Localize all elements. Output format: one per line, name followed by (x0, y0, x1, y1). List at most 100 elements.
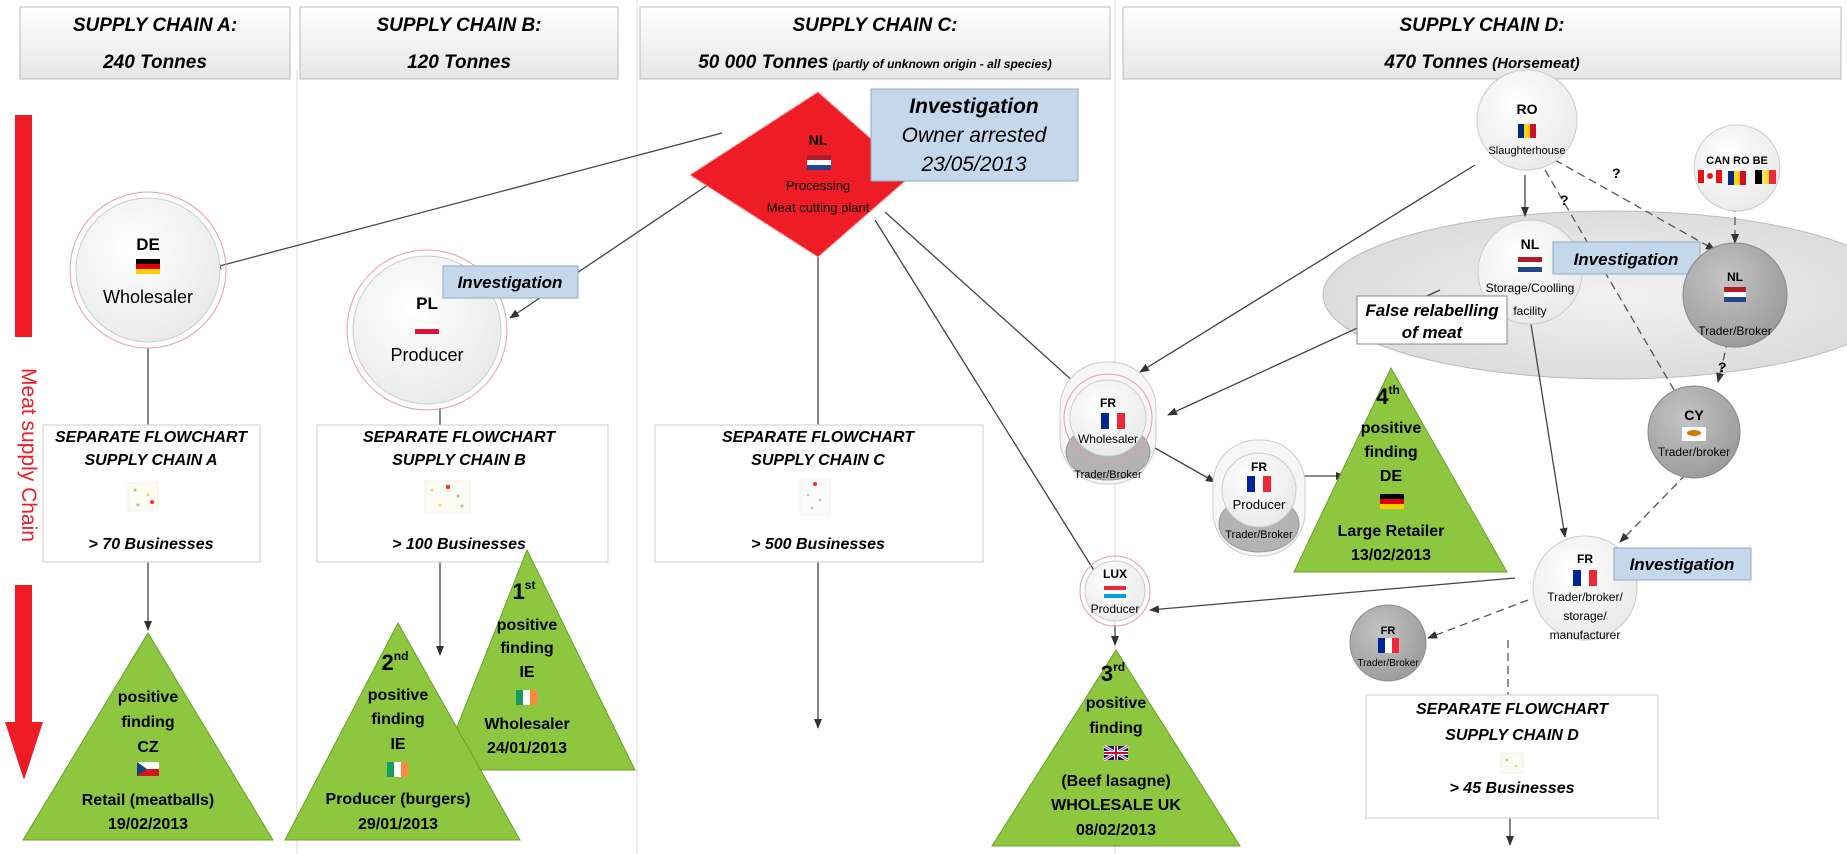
header-chain-d: SUPPLY CHAIN D: 470 Tonnes(Horsemeat) (1122, 6, 1842, 80)
country-code: FR (1577, 552, 1593, 566)
header-title: SUPPLY CHAIN D: (1399, 15, 1564, 36)
node-role: Meat cutting plant (767, 200, 870, 215)
node-role: Producer (390, 345, 463, 365)
flag-be-icon (1755, 170, 1776, 184)
finding-date: 24/01/2013 (487, 740, 567, 757)
node-role: Slaughterhouse (1488, 145, 1565, 157)
header-note: (partly of unknown origin - all species) (832, 57, 1051, 71)
node-role: storage/ (1563, 609, 1607, 623)
node-can-ro-be: CAN RO BE (1693, 124, 1781, 212)
callout-fr-investigation: Investigation (1613, 547, 1752, 581)
flag-nl-icon (1724, 287, 1746, 302)
flowchart-box-a: SEPARATE FLOWCHART SUPPLY CHAIN A > 70 B… (42, 424, 261, 563)
callout-nl-storage-investigation: Investigation (1552, 241, 1701, 275)
country-code: IE (519, 664, 534, 681)
flag-de-icon (1380, 494, 1404, 509)
node-nl-processing: NL Processing Meat cutting plant (689, 91, 913, 258)
country-code: NL (1727, 270, 1743, 284)
callout-title: Investigation (909, 95, 1039, 118)
finding-ie-1st: 1st positive finding IE Wholesaler 24/01… (439, 548, 636, 771)
node-sub-role: Trader/Broker (1225, 529, 1293, 541)
finding-line: finding (371, 711, 424, 728)
node-role: Producer (1091, 602, 1140, 616)
country-code: RO (1517, 101, 1538, 117)
node-cy: CY Trader/broker (1647, 385, 1741, 479)
header-tonnes-line: 470 Tonnes(Horsemeat) (1383, 52, 1579, 73)
finding-place: Retail (meatballs) (82, 792, 214, 809)
node-role: Wholesaler (1078, 432, 1138, 446)
header-note: (Horsemeat) (1492, 55, 1580, 72)
country-code: PL (416, 294, 438, 313)
finding-ordinal: 3rd (1101, 660, 1125, 686)
country-code: NL (1521, 236, 1540, 252)
dashed-connectors (1427, 159, 1739, 695)
mini-flowchart-icon (1500, 752, 1524, 774)
node-sub-role: Trader/Broker (1074, 469, 1142, 481)
flowchart-count: > 70 Businesses (89, 536, 214, 553)
country-codes: CAN RO BE (1706, 155, 1768, 167)
finding-de-4th: 4th positive finding DE Large Retailer 1… (1293, 366, 1508, 573)
flowchart-count: > 500 Businesses (751, 536, 885, 553)
edge-question-mark: ? (1718, 359, 1727, 375)
flowchart-line: SEPARATE FLOWCHART (1416, 701, 1609, 718)
mini-flowchart-icon (127, 482, 159, 512)
flag-fr-icon (1378, 638, 1399, 653)
flowchart-line: SEPARATE FLOWCHART (722, 429, 915, 446)
header-chain-b: SUPPLY CHAIN B: 120 Tonnes (299, 6, 619, 80)
flag-fr-icon (1247, 476, 1271, 492)
header-tonnes-line: 50 000 Tonnes(partly of unknown origin -… (698, 52, 1052, 73)
header-tonnes: 470 Tonnes (1383, 52, 1488, 73)
header-title: SUPPLY CHAIN C: (792, 15, 957, 36)
country-code: CY (1684, 407, 1704, 423)
callout-line: 23/05/2013 (920, 153, 1026, 176)
node-fr-trader: FR Trader/Broker (1349, 604, 1427, 682)
flowchart-box-c: SEPARATE FLOWCHART SUPPLY CHAIN C > 500 … (654, 424, 984, 563)
flag-ie-icon (387, 762, 408, 777)
node-de-wholesaler: DE Wholesaler (69, 191, 227, 349)
node-nl-trader: NL Trader/Broker (1682, 242, 1788, 348)
country-code: FR (1381, 625, 1396, 637)
country-code: IE (390, 736, 405, 753)
flag-uk-icon (1103, 744, 1129, 762)
finding-line: finding (500, 640, 553, 657)
flowchart-box-d: SEPARATE FLOWCHART SUPPLY CHAIN D > 45 B… (1365, 694, 1659, 819)
finding-line: positive (1361, 420, 1422, 437)
finding-date: 13/02/2013 (1351, 547, 1431, 564)
callout-false-relabelling: False relabelling of meat (1356, 295, 1508, 345)
finding-line: finding (1089, 720, 1142, 737)
header-title: SUPPLY CHAIN A: (73, 15, 237, 36)
meat-supply-chain-arrow: Meat supply Chain (5, 115, 43, 780)
finding-ordinal: 2nd (382, 649, 409, 675)
node-role: Trader/broker (1658, 445, 1730, 459)
country-code: NL (809, 132, 828, 148)
flag-cz-icon (137, 762, 159, 776)
flowchart-line: SUPPLY CHAIN B (392, 452, 526, 469)
finding-ordinal: 4th (1376, 383, 1400, 409)
flag-fr-icon (1101, 413, 1125, 429)
flag-fr-icon (1573, 570, 1597, 586)
finding-date: 29/01/2013 (358, 816, 438, 833)
callout-line: Owner arrested (902, 124, 1048, 147)
node-role: Trader/Broker (1698, 324, 1772, 338)
node-role: manufacturer (1550, 628, 1621, 642)
finding-line: finding (1364, 444, 1417, 461)
country-code: DE (1380, 468, 1403, 485)
flowchart-count: > 45 Businesses (1450, 780, 1575, 797)
flowchart-line: SEPARATE FLOWCHART (363, 429, 556, 446)
flag-de-icon (136, 259, 160, 274)
flowchart-line: SUPPLY CHAIN C (751, 452, 885, 469)
edge-question-mark: ? (1612, 165, 1621, 181)
flag-pl-icon (415, 324, 439, 334)
finding-place: (Beef lasagne) (1061, 773, 1170, 790)
country-code: DE (136, 235, 160, 254)
callout-line: of meat (1402, 323, 1464, 342)
node-role: Processing (786, 178, 850, 193)
flag-nl-icon (807, 155, 831, 170)
callout-title: Investigation (1630, 555, 1735, 574)
finding-place: WHOLESALE UK (1051, 797, 1181, 814)
node-fr-producer: FR Producer Trader/Broker (1212, 439, 1306, 557)
node-lux-producer: LUX Producer (1079, 555, 1151, 627)
finding-date: 08/02/2013 (1076, 822, 1156, 839)
callout-title: Investigation (458, 273, 563, 292)
